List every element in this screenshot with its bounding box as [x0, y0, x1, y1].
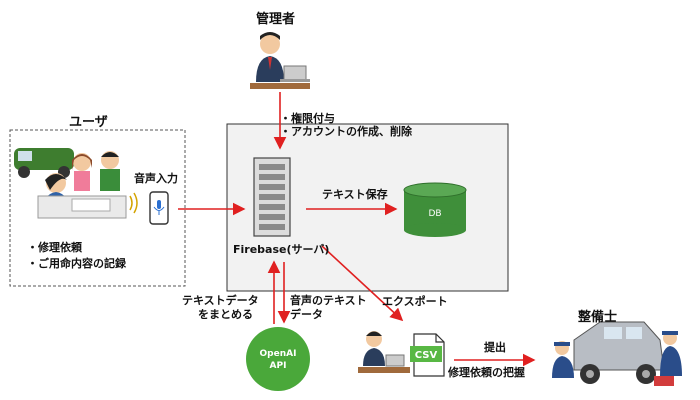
mechanic-illustration [552, 321, 682, 386]
mechanic-title: 整備士 [578, 310, 618, 325]
voice-text-label-line1: 音声のテキスト [290, 294, 367, 307]
server-tower-icon [253, 157, 291, 237]
text-save-label: テキスト保存 [322, 188, 388, 201]
csv-label: CSV [415, 350, 438, 361]
openai-circle [246, 327, 310, 391]
voice-text-label-line2: データ [290, 308, 323, 321]
voice-input-label: 音声入力 [134, 172, 178, 185]
openai-label-line2: API [270, 361, 287, 371]
csv-file-icon [410, 333, 445, 377]
grasp-repair-label: 修理依頼の把握 [448, 366, 525, 379]
user-action-2: ・ご用命内容の記録 [27, 257, 126, 270]
server-label: Firebase(サーバ) [233, 243, 330, 256]
submit-label: 提出 [484, 341, 506, 354]
arrow-server-to-export [321, 245, 404, 322]
summarize-label-line2: をまとめる [198, 308, 253, 321]
user-illustration [14, 148, 138, 219]
summarize-label-line1: テキストデータ [182, 294, 259, 307]
db-label: DB [428, 209, 441, 219]
export-person-illustration [358, 331, 410, 373]
admin-title: 管理者 [256, 12, 296, 27]
admin-illustration [250, 32, 310, 89]
export-label: エクスポート [382, 295, 448, 308]
admin-action-1: ・権限付与 [280, 112, 335, 125]
user-title: ユーザ [69, 115, 108, 130]
smartphone-icon [149, 191, 169, 225]
user-action-1: ・修理依頼 [27, 241, 82, 254]
openai-label-line1: OpenAI [260, 349, 297, 359]
db-cylinder [403, 182, 467, 237]
admin-action-2: ・アカウントの作成、削除 [280, 125, 412, 138]
